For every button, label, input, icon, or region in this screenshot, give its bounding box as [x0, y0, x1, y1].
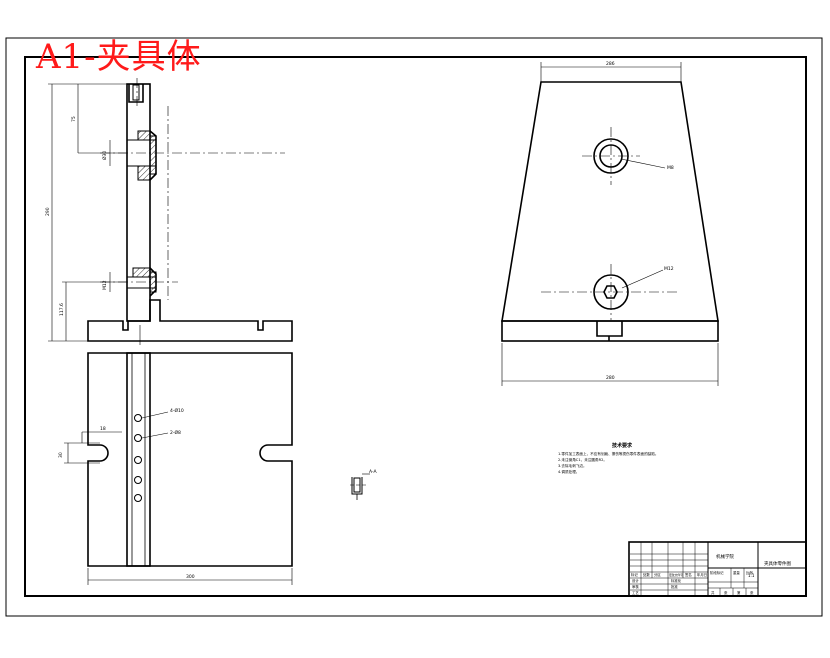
dim-top-width: 286	[606, 61, 615, 67]
title-block-scale: 1:1	[748, 573, 755, 578]
title-block-row-0-2: 分区	[654, 572, 661, 577]
title-block-footer-3: 张	[750, 590, 754, 595]
title-block-row-1-3: 标准化	[671, 578, 682, 583]
title-block-row-0-3: 更改文件号	[669, 573, 683, 577]
title-block-row-0-4: 签名	[685, 572, 692, 577]
title-block-row-2-0: 审核	[632, 584, 639, 589]
title-block-footer-0: 共	[711, 590, 715, 595]
tech-req-line-3: 3.去除毛刺飞边。	[558, 463, 587, 468]
callout-hole-upper: Ø30	[101, 151, 108, 160]
title-block-company: 机械学院	[716, 553, 734, 560]
title-block	[628, 541, 807, 597]
inner-border	[24, 56, 807, 597]
plan-view	[87, 352, 293, 567]
plan-view-dimensions	[64, 411, 293, 585]
dim-lower-height: 117.6	[59, 303, 65, 316]
callout-detail: A-A	[369, 469, 378, 475]
dim-slot-depth: 18	[100, 426, 106, 432]
detail-view	[350, 473, 370, 500]
title-block-stage: 阶段标记	[710, 570, 724, 575]
title-block-row-3-0: 工艺	[632, 590, 639, 595]
dim-plan-width: 300	[186, 574, 195, 580]
title-block-row-0-5: 年月日	[697, 572, 707, 577]
side-view-dimensions	[501, 62, 719, 386]
side-view-centerlines	[541, 127, 680, 320]
front-view-dimensions	[48, 83, 141, 345]
callout-pin-1: 4-Ø10	[170, 407, 184, 414]
tech-req-heading: 技术要求	[612, 442, 633, 449]
tech-req-line-1: 1.零件加工表面上，不应有划痕、擦伤等损伤零件表面的缺陷。	[558, 451, 658, 456]
side-view	[501, 81, 719, 342]
dim-upper-height: 75	[71, 116, 77, 122]
title-block-row-0-0: 标记	[631, 572, 638, 577]
title-block-row-1-0: 设计	[632, 578, 639, 583]
callout-hole-m12: M12	[664, 266, 674, 272]
title-block-footer-1: 张	[724, 590, 728, 595]
dim-bottom-width: 280	[606, 375, 615, 381]
callout-hole-m8: M8	[667, 165, 674, 171]
dim-slot-width: 30	[58, 452, 64, 458]
title-block-ratio: 比例	[746, 570, 753, 575]
tech-req-line-2: 2.未注倒角C1，未注圆角R2。	[558, 457, 607, 462]
callout-hole-lower: M12	[102, 280, 108, 290]
title-block-weight: 重量	[733, 570, 740, 575]
tech-req-line-4: 4.调质处理。	[558, 469, 579, 474]
title-block-drawing-name: 夹具体零件图	[764, 560, 791, 567]
technical-requirements: 技术要求 1.零件加工表面上，不应有划痕、擦伤等损伤零件表面的缺陷。 2.未注倒…	[558, 442, 658, 474]
outer-border	[5, 37, 823, 617]
title-block-row-0-1: 处数	[643, 572, 650, 577]
dim-overall-height: 290	[45, 207, 51, 216]
drawing-title-overlay: A1-夹具体	[36, 37, 202, 77]
callout-pin-2: 2-Ø8	[170, 429, 181, 436]
title-block-footer-2: 第	[737, 590, 741, 595]
title-block-row-2-3: 批准	[671, 584, 678, 589]
front-view	[87, 83, 293, 342]
